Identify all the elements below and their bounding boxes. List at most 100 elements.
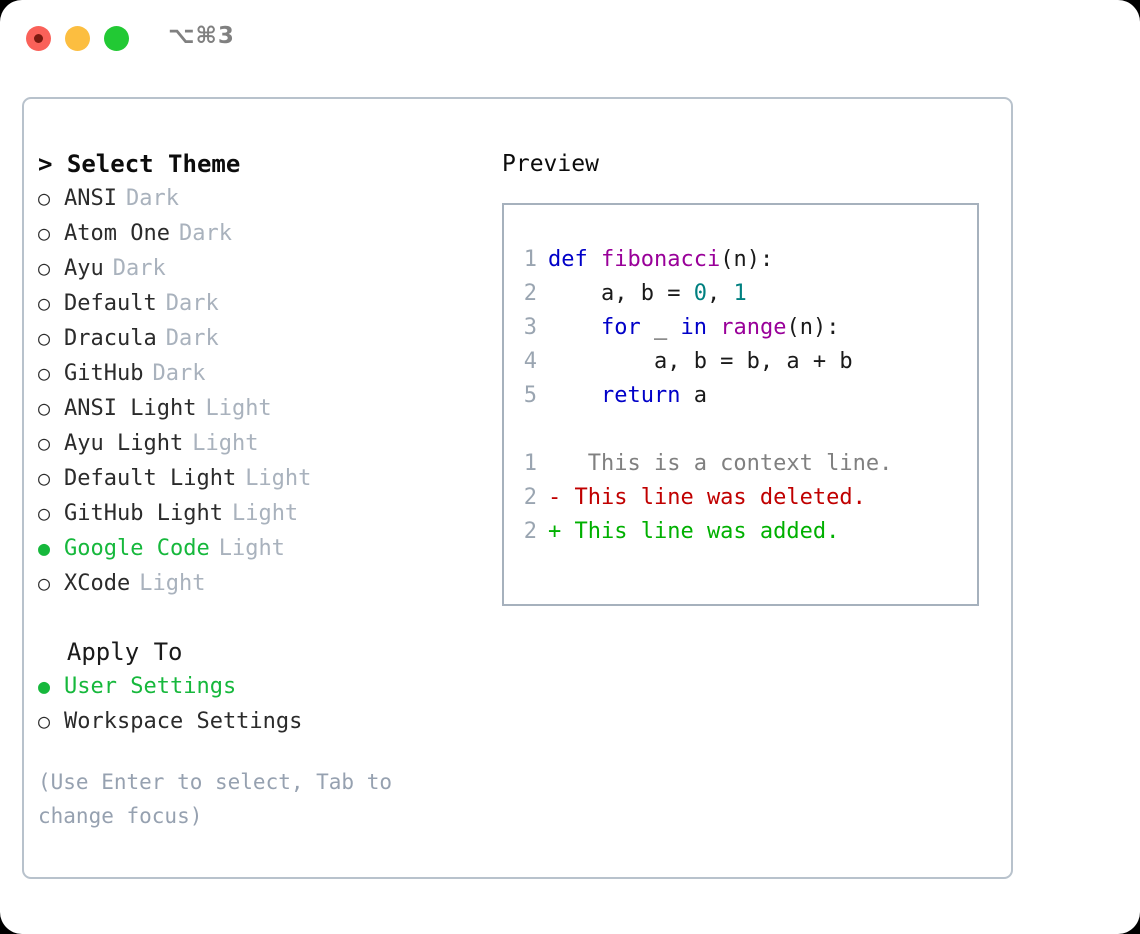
code-token-punc <box>707 315 720 340</box>
theme-variant-tag: Light <box>192 431 259 456</box>
code-diff-gap <box>504 413 977 447</box>
line-number: 2 <box>523 281 537 306</box>
code-token-num: 1 <box>733 281 747 306</box>
preview-heading: Preview <box>502 151 599 177</box>
line-number: 1 <box>523 451 537 476</box>
code-line-content: a, b = 0, 1 <box>548 277 747 311</box>
diff-line-content: - This line was deleted. <box>548 485 866 510</box>
code-token-fn: fibonacci <box>600 247 721 272</box>
radio-unselected-icon: ○ <box>38 291 51 315</box>
diff-sample: 1 This is a context line.2- This line wa… <box>504 447 977 549</box>
code-token-punc <box>548 383 601 408</box>
line-number: 2 <box>523 519 537 544</box>
diff-line: 1 This is a context line. <box>504 447 977 481</box>
code-line-content: for _ in range(n): <box>548 311 839 345</box>
theme-variant-tag: Light <box>139 571 206 596</box>
diff-line: 2- This line was deleted. <box>504 481 977 515</box>
theme-variant-tag: Dark <box>112 256 166 281</box>
theme-variant-tag: Dark <box>152 361 206 386</box>
theme-variant-tag: Dark <box>165 291 219 316</box>
theme-variant-tag: Light <box>231 501 299 526</box>
theme-variant-tag: Light <box>205 396 272 421</box>
theme-option-dracula[interactable]: ○ Dracula Dark <box>38 321 498 356</box>
radio-unselected-icon: ○ <box>38 186 51 210</box>
theme-variant-tag: Dark <box>165 326 219 351</box>
theme-option-label: Default <box>64 291 157 316</box>
theme-option-label: XCode <box>64 571 131 596</box>
section-spacer <box>38 601 498 635</box>
theme-option-label: Ayu <box>64 256 104 281</box>
code-token-punc: (n): <box>720 247 774 272</box>
apply-to-option-label: Workspace Settings <box>64 709 303 734</box>
apply-to-option-workspace-settings[interactable]: ○ Workspace Settings <box>38 704 498 739</box>
code-line-content: a, b = b, a + b <box>548 345 853 379</box>
window-controls <box>26 26 129 51</box>
theme-variant-tag: Light <box>218 536 285 561</box>
theme-variant-tag: Dark <box>178 221 232 246</box>
maximize-button[interactable] <box>104 26 129 51</box>
close-button[interactable] <box>26 26 51 51</box>
code-token-kw: for <box>600 315 641 340</box>
theme-option-github-light[interactable]: ○ GitHub Light Light <box>38 496 498 531</box>
code-token-num: 0 <box>693 281 707 306</box>
radio-unselected-icon: ○ <box>38 396 51 420</box>
code-token-punc: _ <box>640 315 681 340</box>
code-line-content: def fibonacci(n): <box>548 243 773 277</box>
theme-option-label: Dracula <box>64 326 157 351</box>
theme-option-atom-one[interactable]: ○ Atom One Dark <box>38 216 498 251</box>
code-token-punc: (n): <box>786 315 840 340</box>
code-line: 5 return a <box>504 379 977 413</box>
radio-unselected-icon: ○ <box>38 326 51 350</box>
line-number: 5 <box>523 383 537 408</box>
theme-option-ansi-light[interactable]: ○ ANSI Light Light <box>38 391 498 426</box>
code-token-punc: a, b = <box>548 281 694 306</box>
theme-option-default[interactable]: ○ Default Dark <box>38 286 498 321</box>
theme-option-label: ANSI Light <box>64 396 197 421</box>
keyboard-hint-text: (Use Enter to select, Tab to change focu… <box>38 770 393 828</box>
theme-variant-tag: Light <box>245 466 312 491</box>
radio-unselected-icon: ○ <box>38 501 51 525</box>
title-bar: ⌥⌘3 <box>0 0 1140 76</box>
theme-option-label: Atom One <box>64 221 170 246</box>
code-token-kw: def <box>548 247 601 272</box>
select-theme-heading: > Select Theme <box>38 150 241 178</box>
radio-unselected-icon: ○ <box>38 709 51 733</box>
theme-option-label: Google Code <box>64 536 210 561</box>
line-number: 3 <box>523 315 537 340</box>
code-token-punc: a, b = b, a + b <box>548 349 853 374</box>
apply-to-option-label: User Settings <box>64 674 237 699</box>
radio-unselected-icon: ○ <box>38 256 51 280</box>
radio-unselected-icon: ○ <box>38 221 51 245</box>
code-token-punc: , <box>706 281 734 306</box>
theme-option-ayu[interactable]: ○ Ayu Dark <box>38 251 498 286</box>
line-number: 1 <box>523 247 537 272</box>
apply-to-option-list[interactable]: ●User Settings ○ Workspace Settings <box>38 669 498 739</box>
apply-to-heading: Apply To <box>38 638 183 666</box>
code-token-kw: in <box>680 315 707 340</box>
diff-line-content: This is a context line. <box>548 451 893 476</box>
diff-line-content: + This line was added. <box>548 519 840 544</box>
keyboard-shortcut-label: ⌥⌘3 <box>168 23 235 49</box>
theme-option-label: GitHub Light <box>64 501 223 526</box>
code-token-punc <box>548 315 601 340</box>
code-token-kw: return <box>600 383 681 408</box>
minimize-button[interactable] <box>65 26 90 51</box>
apply-to-option-user-settings[interactable]: ●User Settings <box>38 669 498 704</box>
code-line: 1 def fibonacci(n): <box>504 243 977 277</box>
code-token-fn: range <box>720 315 787 340</box>
theme-option-label: Ayu Light <box>64 431 184 456</box>
code-line-content: return a <box>548 379 707 413</box>
